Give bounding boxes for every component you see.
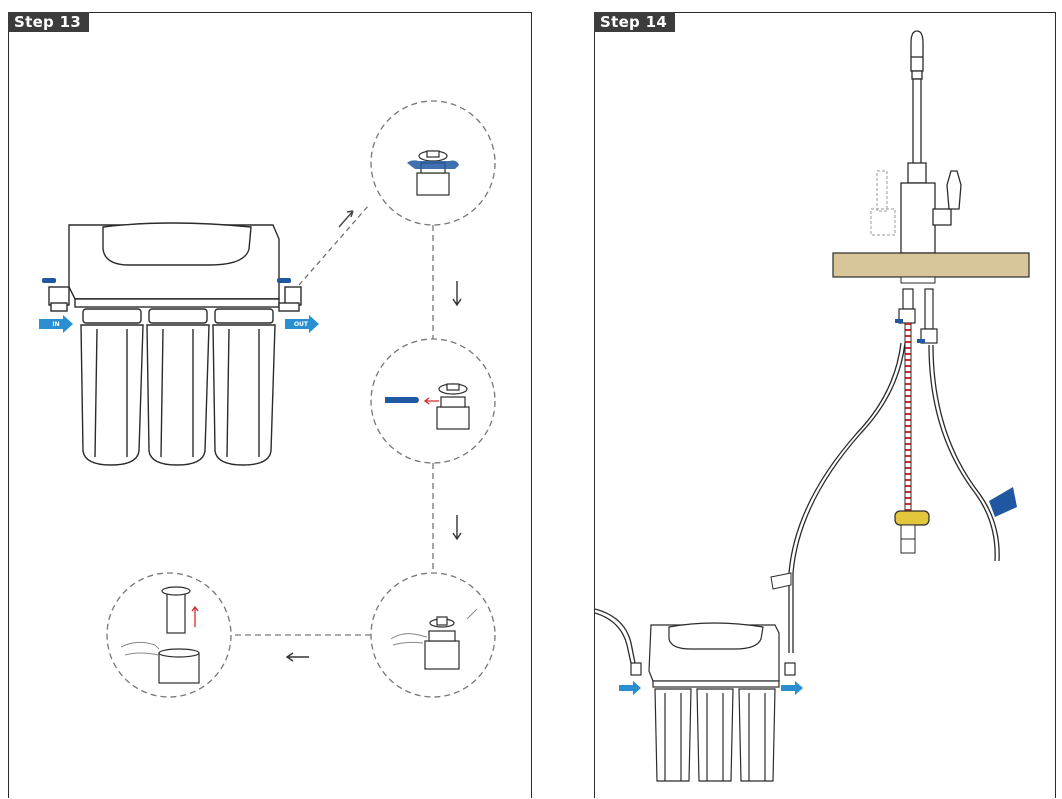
in-tag: IN bbox=[52, 321, 59, 328]
removal-clip-icon bbox=[407, 160, 459, 169]
filter-housing-2 bbox=[146, 308, 210, 466]
push-fit-connector-icon bbox=[895, 319, 903, 323]
flow-in-arrow-icon bbox=[619, 681, 641, 695]
flow-in-arrow-icon: IN bbox=[39, 315, 73, 333]
step-14-label: Step 14 bbox=[594, 12, 676, 32]
flow-out-arrow-icon: OUT bbox=[285, 315, 319, 333]
valve bbox=[894, 510, 930, 526]
out-tag: OUT bbox=[294, 321, 309, 328]
filter-housing-1 bbox=[80, 308, 144, 466]
push-fit-connector-icon bbox=[436, 383, 470, 430]
detail-circle-4 bbox=[106, 572, 232, 698]
countertop bbox=[832, 252, 1030, 278]
step-13-panel: Step 13 bbox=[8, 12, 532, 798]
removal-clip-icon bbox=[277, 278, 291, 283]
faucet-icon bbox=[900, 30, 962, 254]
detail-circle-1 bbox=[370, 100, 496, 226]
step-13-illustration: IN OUT bbox=[39, 100, 496, 698]
push-fit-connector-icon bbox=[917, 339, 925, 343]
filter-system-small bbox=[630, 622, 796, 782]
filter-system bbox=[48, 222, 302, 466]
tube-tag-icon bbox=[770, 572, 792, 590]
step-13-label: Step 13 bbox=[8, 12, 90, 32]
push-fit-connector-icon bbox=[416, 150, 450, 196]
step-14-panel: Step 14 bbox=[594, 12, 1056, 798]
filter-housing-3 bbox=[212, 308, 276, 466]
removal-clip-icon bbox=[385, 397, 419, 403]
tube-tag-icon bbox=[989, 487, 1017, 517]
flow-out-arrow-icon bbox=[781, 681, 803, 695]
step-14-illustration bbox=[595, 30, 1030, 782]
removal-clip-icon bbox=[42, 278, 56, 283]
